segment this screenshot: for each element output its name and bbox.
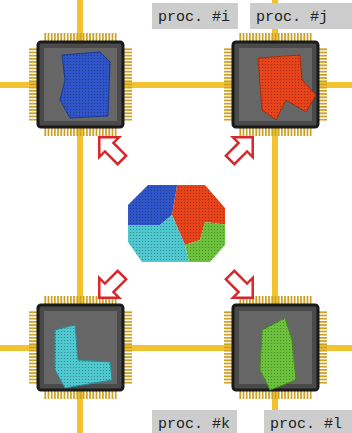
processor-name: proc. #j bbox=[256, 9, 328, 26]
partitioned-mesh bbox=[124, 180, 230, 266]
processor-name: proc. #i bbox=[158, 9, 230, 26]
processor-name: proc. #l bbox=[270, 416, 342, 433]
processor-chips bbox=[29, 33, 327, 399]
processor-label: proc. #l bbox=[264, 410, 352, 433]
processor-label: proc. #i bbox=[152, 3, 238, 29]
processor-label: proc. #k bbox=[152, 410, 237, 433]
processor-label: proc. #j bbox=[250, 3, 352, 29]
distribution-arrows bbox=[89, 127, 262, 307]
subdomains bbox=[55, 52, 316, 390]
processor-name: proc. #k bbox=[158, 416, 230, 433]
